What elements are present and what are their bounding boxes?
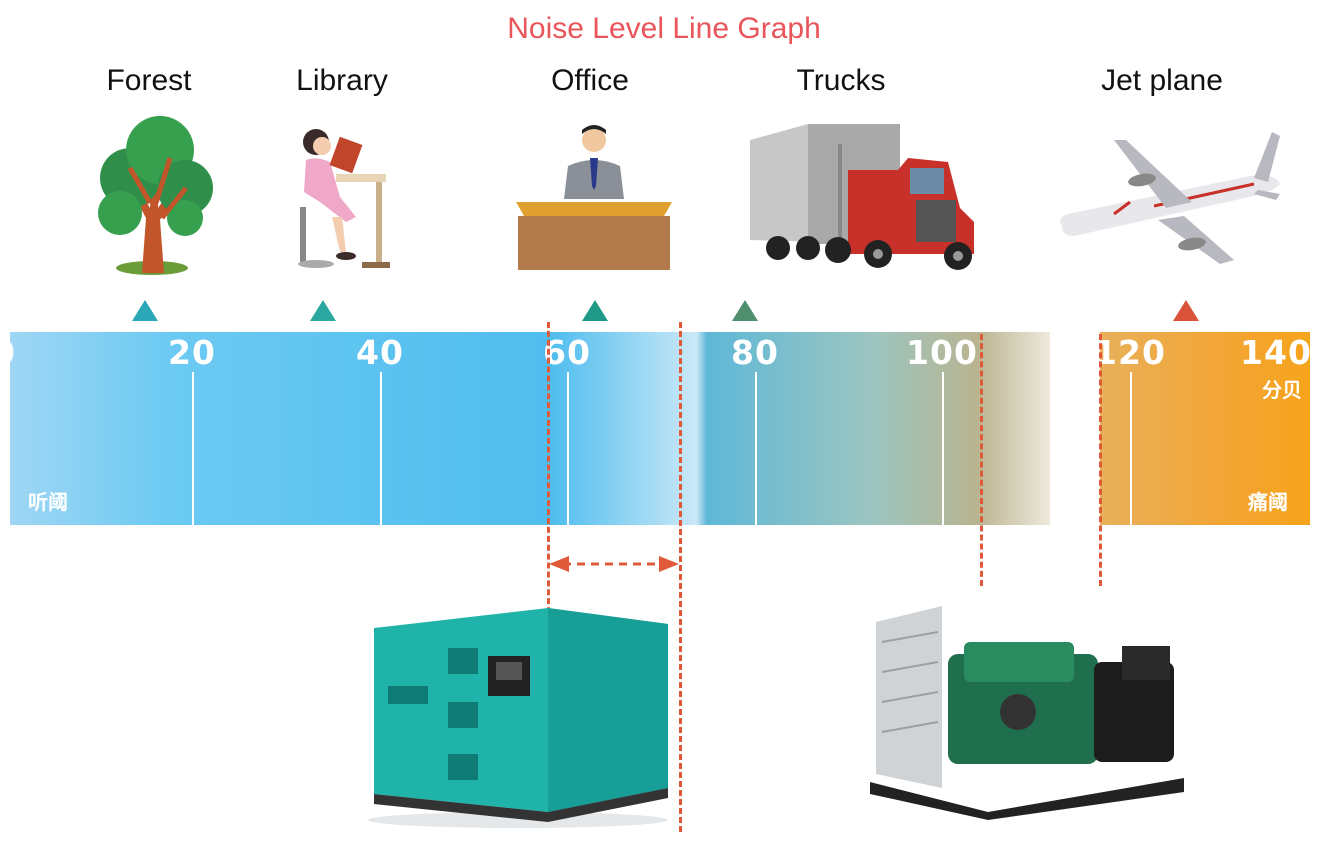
label-library: Library: [296, 64, 388, 97]
tree-illustration: [98, 116, 213, 275]
tick-label-20: 20: [168, 333, 216, 372]
range-line-117: [1099, 334, 1102, 586]
decibel-scale-bar: [10, 332, 1050, 525]
tick-label-0: 0: [0, 333, 16, 372]
tick-line-20: [192, 372, 194, 525]
tick-line-100: [942, 372, 944, 525]
tick-label-120: 120: [1094, 333, 1166, 372]
range-line-108: [980, 334, 983, 586]
silent-generator-illustration: [368, 608, 668, 828]
tick-label-80: 80: [731, 333, 779, 372]
label-forest: Forest: [106, 64, 192, 97]
decibel-scale-bar-high: [1100, 332, 1310, 525]
tick-line-40: [380, 372, 382, 525]
tick-label-100: 100: [906, 333, 978, 372]
range-line-left: [547, 322, 550, 622]
jet-plane-illustration: [1060, 132, 1280, 264]
range-line-right: [679, 322, 682, 832]
label-office: Office: [551, 64, 629, 97]
pain-threshold-label: 痛阈: [1248, 490, 1288, 514]
marker-trucks: [732, 300, 759, 321]
tick-line-60: [567, 372, 569, 525]
library-reader-illustration: [298, 129, 390, 268]
marker-office: [581, 300, 608, 321]
tick-line-80: [755, 372, 757, 525]
range-double-arrow: [549, 556, 679, 572]
chart-title: Noise Level Line Graph: [507, 12, 821, 45]
tick-line-120: [1130, 372, 1132, 525]
office-worker-illustration: [516, 125, 672, 270]
open-generator-illustration: [870, 606, 1184, 820]
hearing-threshold-label: 听阈: [28, 490, 68, 514]
unit-label: 分贝: [1262, 378, 1302, 402]
truck-illustration: [750, 124, 974, 270]
marker-jet-plane: [1172, 300, 1199, 321]
marker-forest: [131, 300, 158, 321]
label-jet-plane: Jet plane: [1101, 64, 1223, 97]
label-trucks: Trucks: [796, 64, 886, 97]
tick-label-40: 40: [356, 333, 404, 372]
marker-library: [309, 300, 336, 321]
tick-label-60: 60: [543, 333, 591, 372]
tick-label-140: 140: [1240, 333, 1312, 372]
